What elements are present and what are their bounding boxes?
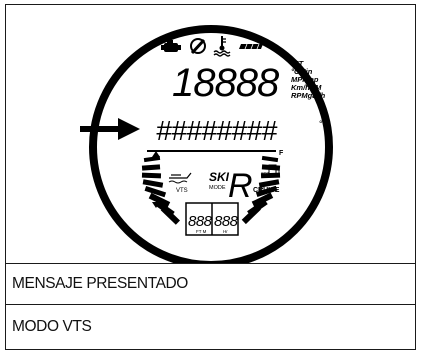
eco-label: eco [261, 171, 269, 177]
battery-icon [239, 43, 263, 50]
left-unit-label: FT M [196, 229, 207, 234]
degree-mark: ° [319, 119, 323, 129]
trim-down-indicator [152, 202, 160, 208]
row-label: MODO VTS [12, 317, 92, 335]
fuel-pump-icon [268, 164, 280, 177]
ski-label: SKI [209, 170, 230, 184]
message-field [154, 115, 314, 143]
unit-labels: °FT °CMin MPHlap Km/hAM RPMgal/h [291, 59, 326, 100]
vts-label: VTS [176, 188, 188, 194]
cruise-label: CRUISE [253, 187, 280, 194]
fuel-full-label: F [279, 150, 284, 157]
figure-table: 18888 °FT °CMin MPHlap Km/hAM RPMgal/h #… [5, 4, 416, 350]
right-unit-label: Hr [223, 229, 228, 234]
mode-label: MODE [209, 185, 226, 191]
mode-character: R [228, 167, 253, 205]
main-digit-readout: 18888 [172, 61, 280, 105]
right-digit-readout: 888 [214, 213, 239, 230]
unit-label: °CMin [291, 67, 313, 76]
wrench-icon [190, 38, 206, 55]
display-figure-cell: 18888 °FT °CMin MPHlap Km/hAM RPMgal/h #… [6, 5, 415, 269]
left-digit-readout: 888 [188, 213, 213, 230]
unit-label: Km/hAM [291, 83, 322, 92]
trim-up-indicator [152, 151, 160, 157]
unit-label: MPHlap [291, 75, 319, 84]
row-label: MENSAJE PRESENTADO [12, 275, 188, 292]
right-bar-graph [241, 155, 281, 225]
unit-label: RPMgal/h [291, 91, 326, 100]
left-bar-graph [141, 155, 180, 225]
engine-check-icon [161, 40, 181, 52]
unit-label: °FT [291, 59, 305, 68]
water-temperature-icon [213, 36, 231, 57]
alphanumeric-message: ######## [156, 115, 278, 146]
gauge-display-diagram: 18888 °FT °CMin MPHlap Km/hAM RPMgal/h #… [80, 25, 333, 269]
arrow-pointer-icon [80, 118, 140, 140]
table-row: MENSAJE PRESENTADO [6, 264, 415, 305]
table-row: MODO VTS [6, 306, 415, 347]
fuel-empty-label: E [259, 186, 264, 193]
boat-trim-icon [168, 172, 192, 184]
